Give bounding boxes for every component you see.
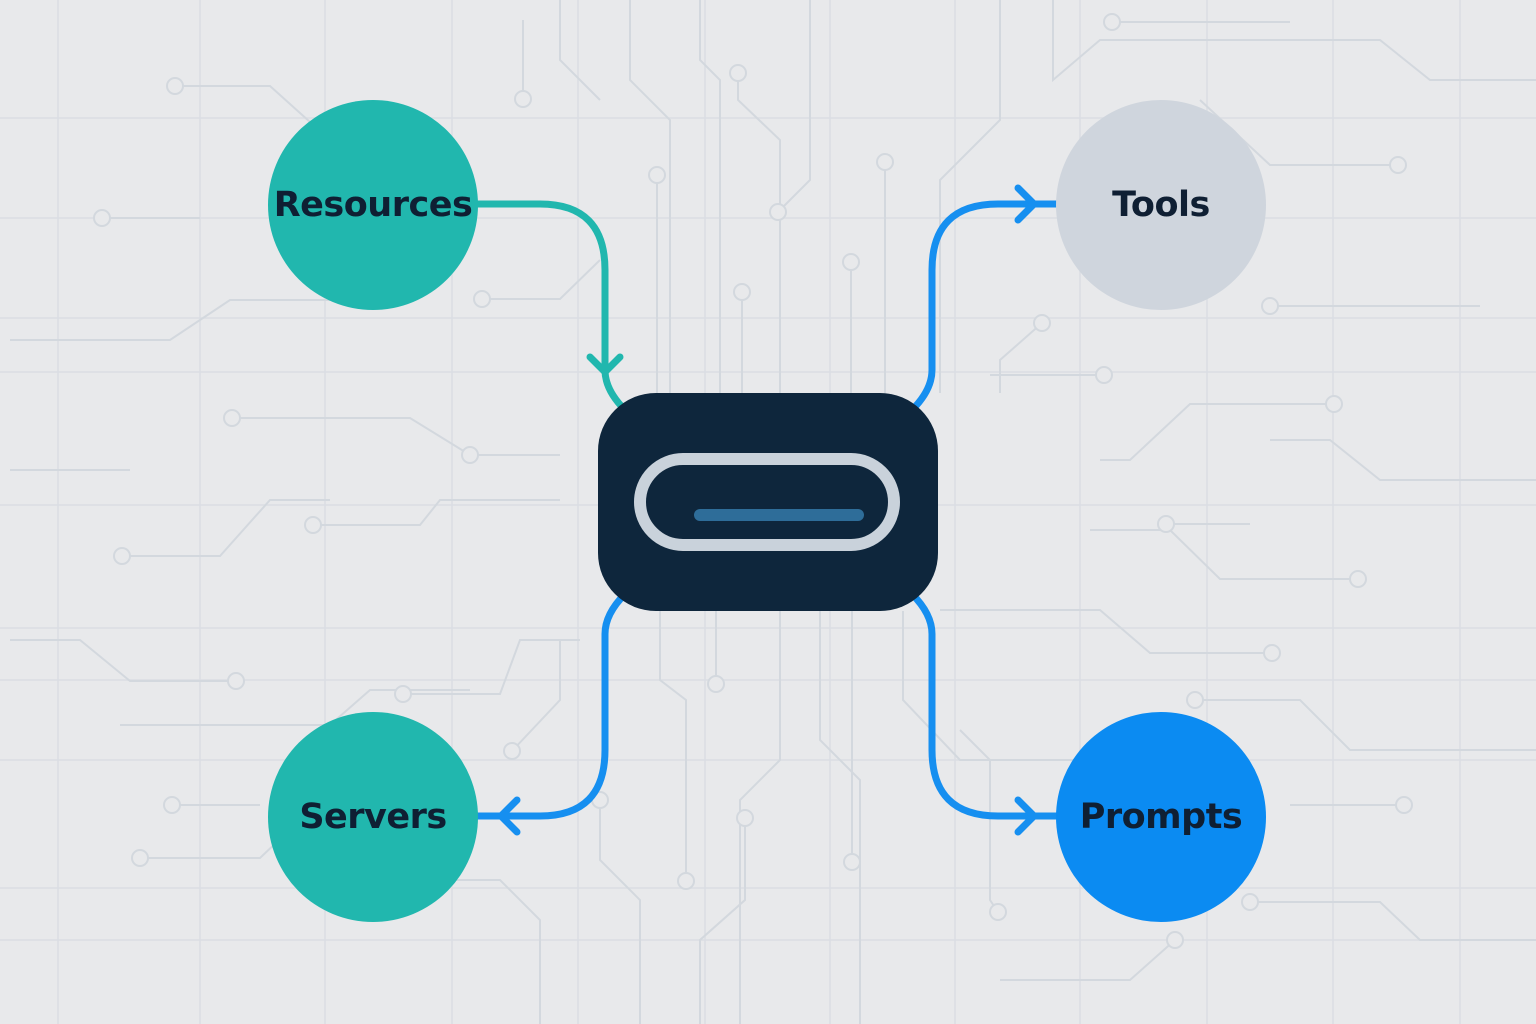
tools-node: Tools [1056,100,1266,310]
port-contact-bar [694,509,864,521]
arrowhead-right-icon [1014,184,1038,224]
arrowhead-left-icon [497,796,521,836]
servers-node: Servers [268,712,478,922]
arrowhead-right-icon [1014,796,1038,836]
resources-node: Resources [268,100,478,310]
usb-c-port-icon [634,453,900,551]
servers-label: Servers [299,797,447,837]
resources-label: Resources [273,185,473,225]
tools-label: Tools [1112,185,1210,225]
connector-hub-to-servers [472,590,629,820]
prompts-label: Prompts [1079,797,1243,837]
arrowhead-down-icon [586,353,624,376]
prompts-node: Prompts [1056,712,1266,922]
connector-resources-to-hub [472,200,629,414]
central-hub [598,393,938,611]
connector-hub-to-prompts [908,590,1060,820]
connector-hub-to-tools [908,200,1060,414]
